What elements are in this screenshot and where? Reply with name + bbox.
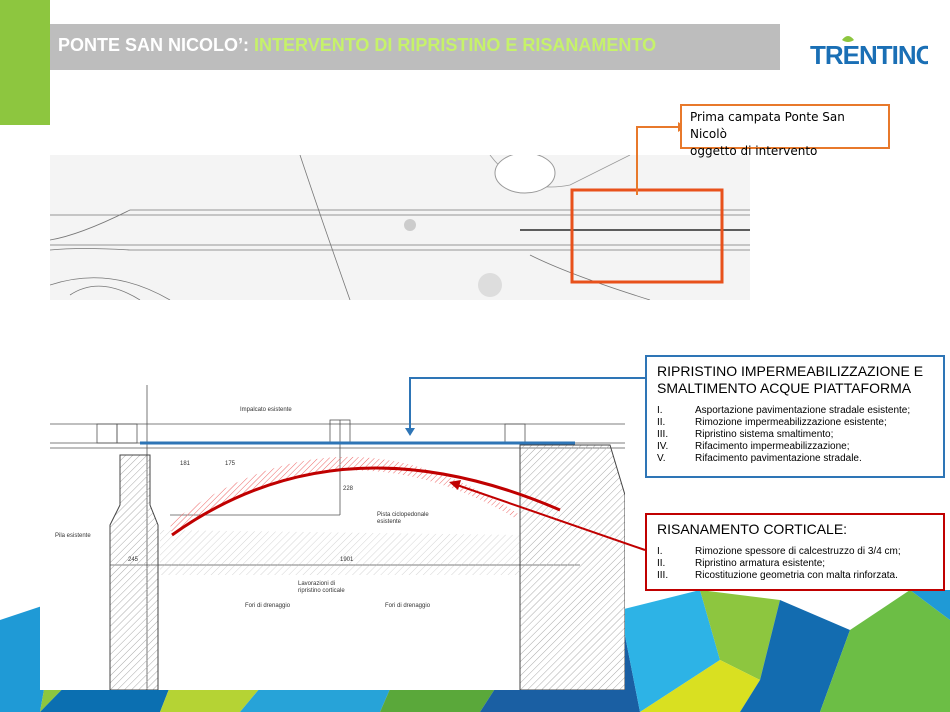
list-item: V. Rifacimento pavimentazione stradale.	[657, 453, 933, 465]
item-number: V.	[657, 453, 666, 464]
dim-rise: 228	[343, 486, 354, 492]
cortical-title: RISANAMENTO CORTICALE:	[657, 521, 848, 537]
callout-line-2: oggetto di intervento	[690, 144, 818, 158]
label-pier: Pila esistente	[55, 533, 91, 539]
dim-a: 181	[180, 461, 191, 467]
label-drain-right: Fori di drenaggio	[385, 603, 431, 609]
callout-line-1: Prima campata Ponte San Nicolò	[690, 110, 845, 141]
item-number: I.	[657, 546, 663, 557]
waterproofing-box: RIPRISTINO IMPERMEABILIZZAZIONE E SMALTI…	[645, 355, 945, 478]
label-drain-left: Fori di drenaggio	[245, 603, 291, 609]
item-number: IV.	[657, 441, 669, 452]
box-connectors	[405, 377, 646, 551]
item-number: III.	[657, 570, 669, 581]
cortical-repair-box: RISANAMENTO CORTICALE: I. Rimozione spess…	[645, 513, 945, 591]
title-bar	[50, 24, 780, 70]
list-item: I. Asportazione pavimentazione stradale e…	[657, 405, 933, 417]
item-number: III.	[657, 429, 669, 440]
dim-b: 175	[225, 461, 236, 467]
item-number: II.	[657, 417, 666, 428]
item-text: Ripristino sistema smaltimento;	[695, 429, 834, 440]
list-item: IV. Rifacimento impermeabilizzazione;	[657, 441, 933, 453]
bridge-section-drawing: Impalcato esistente Pila esistente Pista…	[50, 375, 625, 690]
item-number: I.	[657, 405, 663, 416]
title-prefix: PONTE SAN NICOLO’:	[58, 35, 250, 55]
dim-pier: 245	[128, 557, 139, 563]
list-item: III. Ripristino sistema smaltimento;	[657, 429, 933, 441]
svg-text:TRENTINO: TRENTINO	[810, 40, 928, 70]
trentino-logo: TRENTINO	[810, 36, 928, 70]
list-item: III. Ricostituzione geometria con malta r…	[657, 570, 933, 582]
list-item: II. Ripristino armatura esistente;	[657, 558, 933, 570]
item-text: Rifacimento pavimentazione stradale.	[695, 453, 862, 464]
dim-span: 1901	[340, 557, 354, 563]
item-number: II.	[657, 558, 666, 569]
plan-callout: Prima campata Ponte San Nicolò oggetto d…	[680, 104, 890, 158]
plan-view-drawing	[50, 155, 750, 300]
item-text: Rimozione impermeabilizzazione esistente…	[695, 417, 887, 428]
waterproofing-title: RIPRISTINO IMPERMEABILIZZAZIONE E SMALTI…	[657, 363, 924, 396]
item-text: Rifacimento impermeabilizzazione;	[695, 441, 850, 452]
item-text: Ricostituzione geometria con malta rinfo…	[695, 570, 898, 581]
item-text: Ripristino armatura esistente;	[695, 558, 826, 569]
label-path-2: esistente	[377, 519, 402, 525]
label-path-1: Pista ciclopedonale	[377, 512, 429, 518]
list-item: I. Rimozione spessore di calcestruzzo di …	[657, 546, 933, 558]
item-text: Asportazione pavimentazione stradale esi…	[695, 405, 911, 416]
label-works-1: Lavorazioni di	[298, 581, 335, 587]
list-item: II. Rimozione impermeabilizzazione esiste…	[657, 417, 933, 429]
label-works-2: ripristino corticale	[298, 588, 345, 594]
accent-bar	[0, 0, 50, 125]
slide-title: PONTE SAN NICOLO’: INTERVENTO DI RIPRIST…	[58, 35, 656, 56]
title-rest: INTERVENTO DI RIPRISTINO E RISANAMENTO	[249, 35, 657, 55]
label-deck: Impalcato esistente	[240, 407, 292, 413]
item-text: Rimozione spessore di calcestruzzo di 3/…	[695, 546, 901, 557]
